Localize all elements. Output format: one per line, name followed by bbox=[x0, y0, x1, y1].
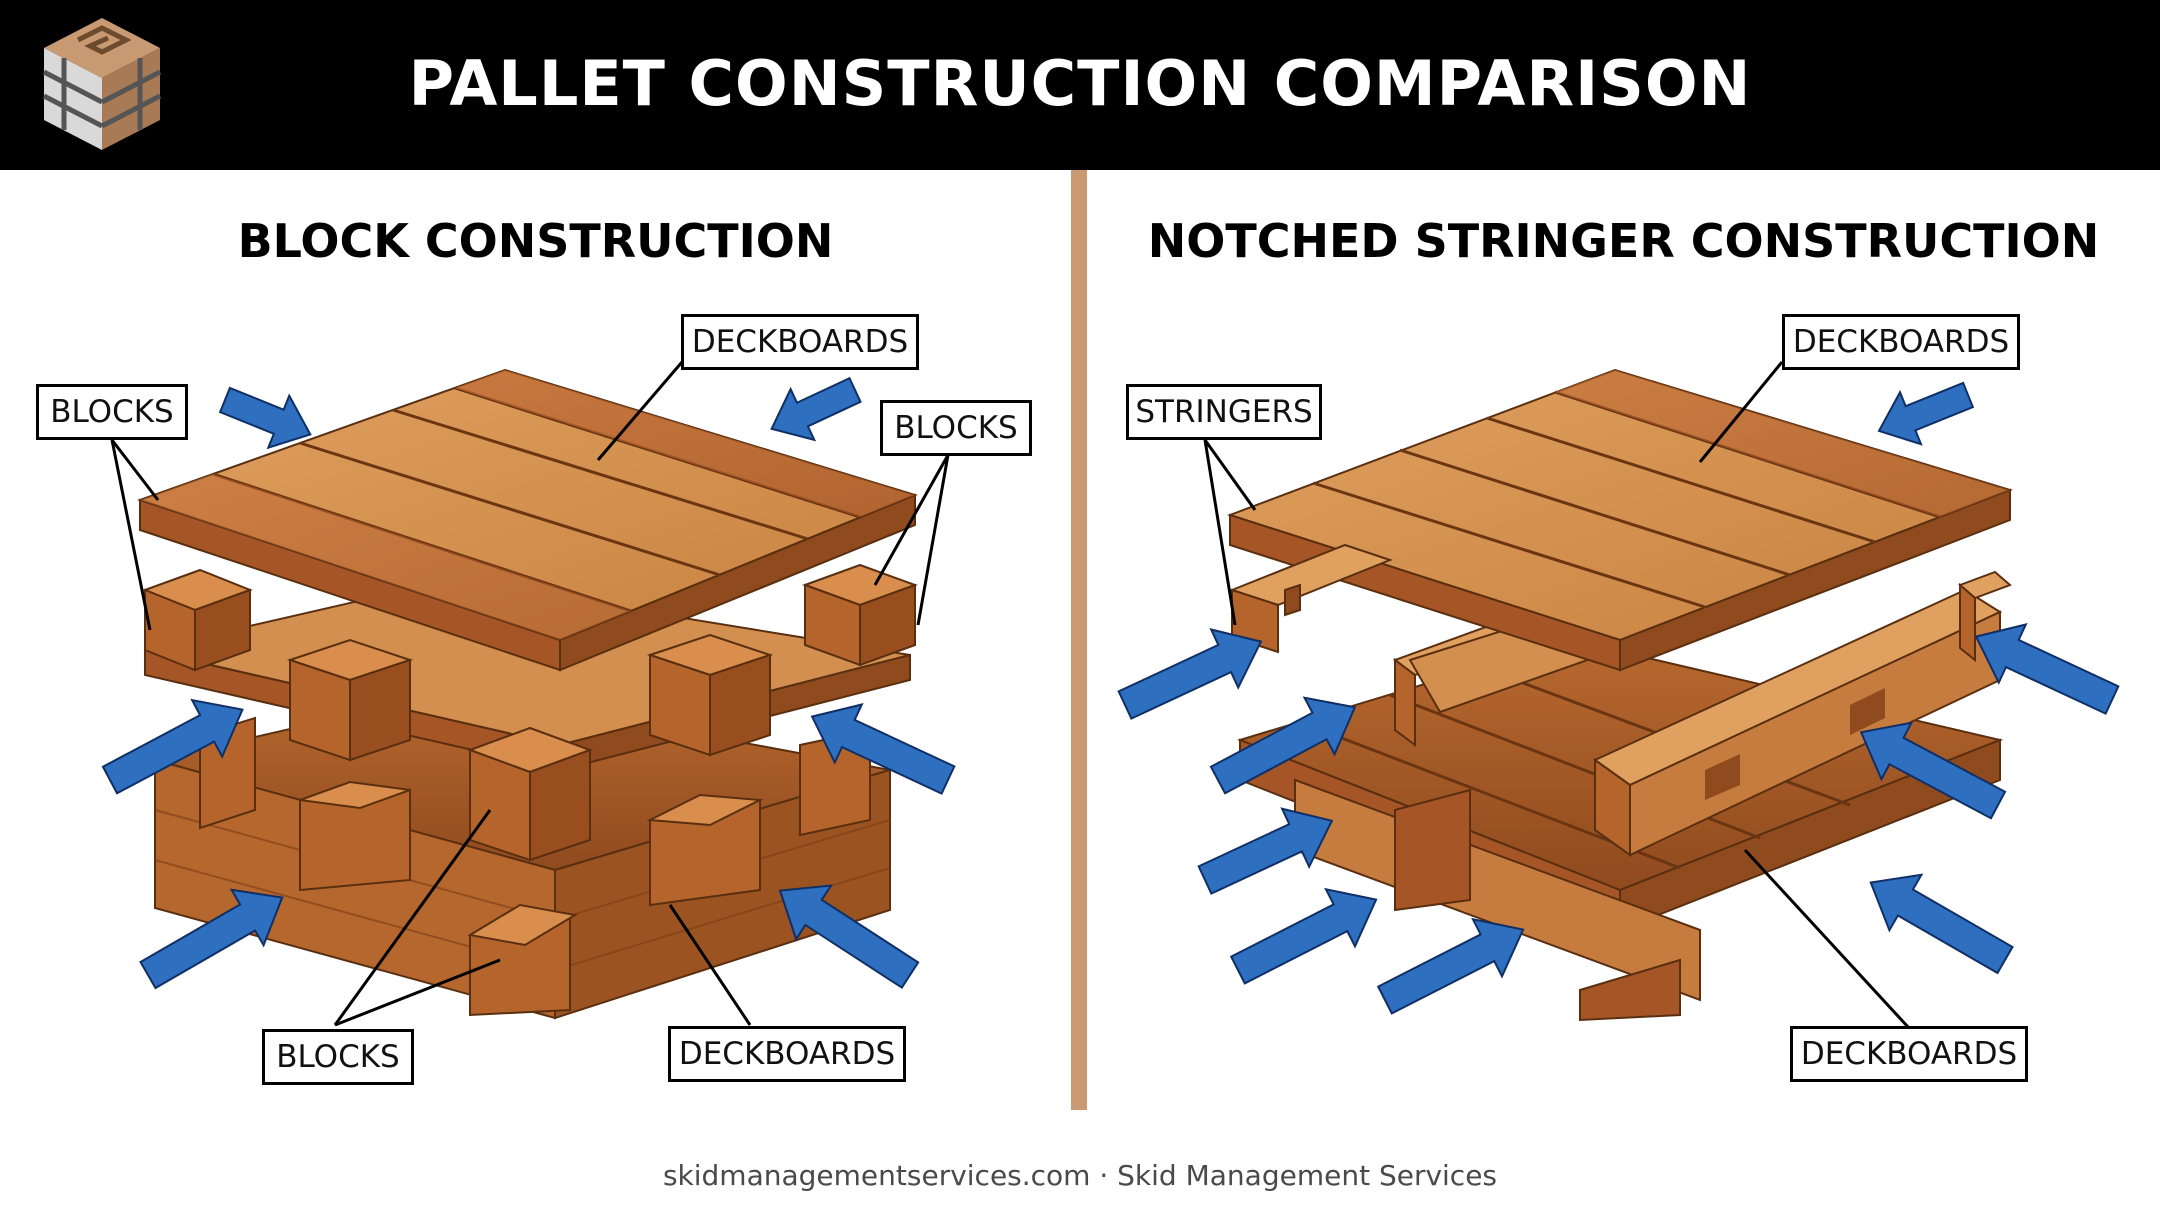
callout-blocks-top-left: BLOCKS bbox=[36, 384, 188, 440]
callout-deckboards-bottom-right: DECKBOARDS bbox=[1790, 1026, 2028, 1082]
block-force-arrows bbox=[101, 376, 956, 990]
callout-deckboards-top-right: DECKBOARDS bbox=[1782, 314, 2020, 370]
block-leader-lines bbox=[110, 361, 950, 1027]
callout-deckboards-top-left: DECKBOARDS bbox=[681, 314, 919, 370]
callout-deckboards-bottom-left: DECKBOARDS bbox=[668, 1026, 906, 1082]
block-pallet-illustration bbox=[136, 368, 918, 1020]
notched-stringer-heading: NOTCHED STRINGER CONSTRUCTION bbox=[1147, 214, 2100, 268]
stringer-force-arrows bbox=[1117, 381, 2120, 1015]
block-construction-heading: BLOCK CONSTRUCTION bbox=[237, 214, 834, 268]
stringer-leader-lines bbox=[1203, 361, 1922, 1042]
callout-stringers: STRINGERS bbox=[1126, 384, 1322, 440]
pallet-cube-logo-icon bbox=[42, 18, 162, 150]
footer-credit: skidmanagementservices.com · Skid Manage… bbox=[662, 1159, 1498, 1192]
header-bar bbox=[0, 0, 2160, 170]
page-title: PALLET CONSTRUCTION COMPARISON bbox=[408, 47, 1752, 120]
callout-blocks-top-right: BLOCKS bbox=[880, 400, 1032, 456]
stringer-pallet-illustration bbox=[1226, 368, 2014, 1022]
callout-blocks-bottom: BLOCKS bbox=[262, 1029, 414, 1085]
section-divider bbox=[1071, 170, 1087, 1110]
